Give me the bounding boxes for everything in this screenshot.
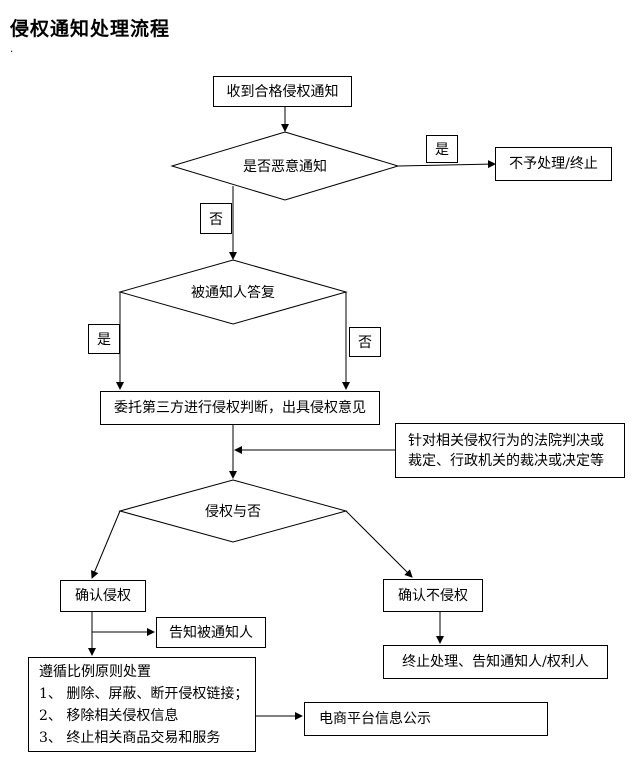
infringe-question: 侵权与否: [205, 504, 261, 520]
handle-item-3: 3、 终止相关商品交易和服务: [39, 729, 221, 746]
third-party-box: 委托第三方进行侵权判断，出具侵权意见: [100, 391, 380, 425]
confirm-not-infringe-box: 确认不侵权: [383, 579, 483, 612]
inform-box: 告知被通知人: [156, 617, 266, 648]
line-infringe-no: [345, 510, 413, 578]
publish-box: 电商平台信息公示: [304, 702, 548, 736]
page-title: 侵权通知处理流程: [10, 18, 171, 40]
label-no-malicious: 否: [200, 203, 232, 234]
label-no-reply: 否: [349, 327, 381, 357]
arrow-malicious-yes: [397, 160, 496, 169]
handle-item-1: 1、 删除、屏蔽、断开侵权链接；: [39, 685, 249, 702]
title-mark: .: [10, 44, 14, 55]
handle-box: 遵循比例原则处置 1、 删除、屏蔽、断开侵权链接； 2、 移除相关侵权信息 3、…: [28, 657, 256, 752]
handle-item-2: 2、 移除相关侵权信息: [39, 707, 179, 724]
handle-head: 遵循比例原则处置: [39, 663, 151, 680]
terminate-box: 终止处理、告知通知人/权利人: [383, 645, 608, 679]
decision-reply-diamond: [118, 259, 348, 325]
decision-infringe-diamond: [118, 479, 348, 543]
decision-malicious-diamond: [170, 131, 400, 201]
reject-box: 不予处理/终止: [495, 147, 612, 181]
label-yes-reply: 是: [88, 324, 120, 354]
malicious-question: 是否恶意通知: [243, 159, 327, 175]
confirm-infringe-box: 确认侵权: [60, 580, 146, 612]
line-infringe-yes: [91, 510, 121, 579]
start-box: 收到合格侵权通知: [213, 76, 352, 107]
court-decision-box: 针对相关侵权行为的法院判决或 裁定、行政机关的裁决或决定等: [395, 423, 625, 478]
label-yes-malicious: 是: [426, 135, 458, 163]
court-line-2: 裁定、行政机关的裁决或决定等: [408, 452, 604, 469]
reply-question: 被通知人答复: [191, 285, 275, 301]
court-line-1: 针对相关侵权行为的法院判决或: [408, 432, 604, 449]
